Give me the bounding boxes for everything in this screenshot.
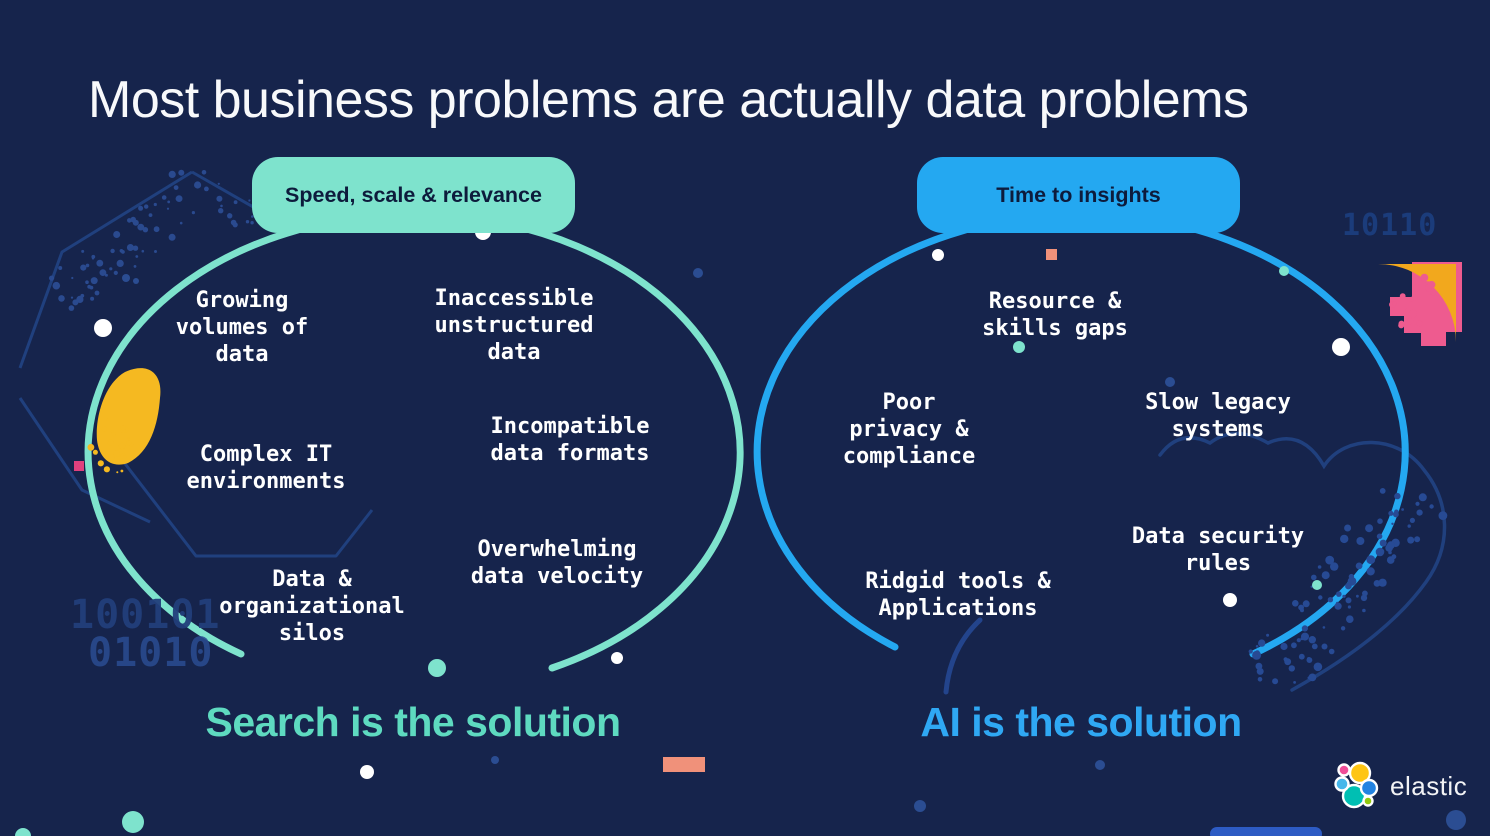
blue-bar (1210, 827, 1322, 836)
salmon-square (1046, 249, 1057, 260)
right-category-pill: Time to insights (917, 157, 1240, 233)
problem-legacy-systems: Slow legacy systems (1145, 390, 1291, 442)
problem-rigid-tools: Ridgid tools & Applications (865, 569, 1051, 621)
problem-data-velocity: Overwhelming data velocity (470, 537, 644, 589)
left-category-pill: Speed, scale & relevance (252, 157, 575, 233)
left-solution-text: Search is the solution (205, 699, 621, 745)
hexagon-outline (191, 170, 263, 214)
hexagon-outline (114, 451, 374, 558)
hexagon-outline (18, 397, 151, 524)
elastic-logo: elastic (1333, 761, 1467, 811)
hexagon-outline (18, 170, 193, 369)
pink-square (74, 461, 84, 471)
yellow-splotch (96, 368, 161, 465)
problem-incompatible-formats: Incompatible data formats (490, 414, 650, 466)
problem-inaccessible-data: Inaccessible unstructured data (434, 286, 594, 365)
binary-digits-top-right: 10110 (1342, 208, 1438, 243)
binary-digits-bottom-left: 01010 (88, 630, 214, 676)
problem-privacy-compliance: Poor privacy & compliance (842, 390, 976, 469)
elastic-logo-icon (1334, 761, 1379, 809)
orange-fan (1378, 264, 1456, 342)
speckle-patches (49, 169, 1448, 685)
slide-title: Most business problems are actually data… (88, 71, 1249, 129)
problem-growing-volumes: Growing volumes of data (175, 288, 309, 367)
scatter-dots (15, 224, 1466, 836)
problem-complex-it: Complex IT environments (186, 442, 346, 494)
right-solution-text: AI is the solution (920, 699, 1242, 745)
problem-skills-gaps: Resource & skills gaps (982, 289, 1128, 341)
salmon-bar (663, 757, 705, 772)
problem-security-rules: Data security rules (1131, 524, 1305, 576)
binary-digits-bottom-left: 100101 (70, 592, 221, 638)
cloud-outline (1158, 431, 1447, 692)
problem-data-silos: Data & organizational silos (219, 567, 405, 646)
elastic-logo-label: elastic (1390, 770, 1468, 801)
curve-decoration (943, 617, 983, 695)
